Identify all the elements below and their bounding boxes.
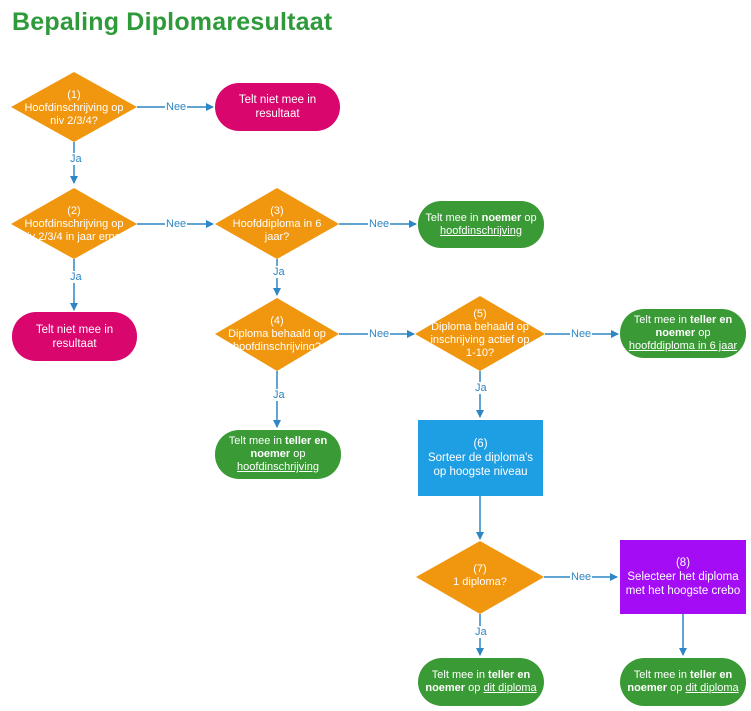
- edge-label-yes: Ja: [474, 382, 488, 394]
- result-7: Telt mee in teller en noemer op dit dipl…: [625, 658, 741, 706]
- result-5: Telt mee in teller en noemer op hoofdins…: [221, 430, 335, 479]
- result-2-shape: [12, 312, 137, 361]
- edge-label-yes: Ja: [272, 266, 286, 278]
- decision-1-number: (1): [67, 88, 81, 101]
- edge-label-yes: Ja: [272, 389, 286, 401]
- process-8-shape: [620, 540, 746, 614]
- result-5-shape: [215, 430, 341, 479]
- result-7-under: dit diploma: [685, 682, 739, 694]
- decision-3-text: Hoofddiploma in 6 jaar?: [232, 217, 322, 243]
- result-3-shape: [418, 201, 544, 248]
- decision-2-shape: [11, 188, 137, 259]
- decision-7-text: 1 diploma?: [453, 576, 507, 588]
- edge-label-no: Nee: [570, 571, 593, 583]
- process-6-number: (6): [473, 438, 488, 450]
- result-7-pre: Telt mee in: [633, 669, 691, 681]
- edge-label-no: Nee: [570, 328, 593, 340]
- result-5-mid: op: [290, 448, 306, 460]
- result-4-bold: teller en noemer: [655, 314, 733, 339]
- edge-label-no: Nee: [165, 218, 188, 230]
- result-6-under: dit diploma: [483, 682, 537, 694]
- page-title: Bepaling Diplomaresultaat: [12, 8, 333, 36]
- decision-5-shape: [415, 296, 545, 371]
- decision-7: (7)1 diploma?: [436, 558, 524, 594]
- process-6-shape: [418, 420, 543, 496]
- process-8-number: (8): [675, 557, 691, 569]
- result-3-pre: Telt mee in: [425, 211, 482, 224]
- decision-2-text: Hoofdinschrijving op niv 2/3/4 in jaar e…: [21, 217, 127, 243]
- decision-5: (5)Diploma behaald op inschrijving actie…: [428, 306, 532, 362]
- process-6: (6) Sorteer de diploma's op hoogste nivea…: [423, 420, 538, 496]
- decision-4-text: Diploma behaald op hoofdinschrijving?: [228, 327, 326, 353]
- result-1-text: Telt niet mee in resultaat: [238, 94, 317, 120]
- decision-1-shape: [11, 72, 137, 142]
- decision-1-text: Hoofdinschrijving op niv 2/3/4?: [24, 101, 124, 127]
- process-6-text: Sorteer de diploma's op hoogste niveau: [427, 452, 534, 478]
- result-1-shape: [215, 83, 340, 131]
- result-5-under: hoofdinschrijving: [237, 461, 319, 473]
- result-4: Telt mee in teller en noemer op hoofddip…: [626, 309, 740, 358]
- result-5-bold: teller en noemer: [250, 435, 328, 460]
- decision-1: (1)Hoofdinschrijving op niv 2/3/4?: [22, 85, 126, 131]
- decision-4: (4)Diploma behaald op hoofdinschrijving?: [224, 312, 330, 356]
- result-6-pre: Telt mee in: [431, 669, 489, 681]
- process-8: (8) Selecteer het diploma met het hoogste…: [622, 540, 744, 614]
- result-3-bold: noemer: [481, 211, 522, 224]
- result-6-shape: [418, 658, 544, 706]
- result-6-mid: op: [465, 682, 484, 694]
- decision-4-shape: [215, 298, 339, 371]
- edge-label-yes: Ja: [474, 626, 488, 638]
- result-6: Telt mee in teller en noemer op dit dipl…: [423, 658, 539, 706]
- result-4-mid: op: [695, 327, 711, 339]
- result-7-mid: op: [667, 682, 686, 694]
- result-3-under: hoofdinschrijving: [440, 224, 522, 237]
- result-6-bold: teller en noemer: [425, 669, 531, 694]
- decision-7-shape: [416, 541, 544, 614]
- result-3-mid: op: [521, 211, 537, 224]
- decision-3: (3)Hoofddiploma in 6 jaar?: [228, 202, 326, 246]
- decision-5-number: (5): [473, 308, 487, 320]
- result-2-text: Telt niet mee in resultaat: [35, 323, 114, 350]
- decision-5-text: Diploma behaald op inschrijving actief o…: [430, 321, 530, 359]
- edge-label-no: Nee: [368, 328, 391, 340]
- edge-label-no: Nee: [368, 218, 391, 230]
- result-4-shape: [620, 309, 746, 358]
- edge-label-yes: Ja: [69, 271, 83, 283]
- result-4-under: hoofddiploma in 6 jaar: [628, 340, 738, 352]
- edge-label-yes: Ja: [69, 153, 83, 165]
- decision-2: (2)Hoofdinschrijving op niv 2/3/4 in jaa…: [20, 198, 128, 250]
- result-5-pre: Telt mee in: [228, 435, 286, 447]
- edge-label-no: Nee: [165, 101, 188, 113]
- decision-3-number: (3): [270, 204, 284, 217]
- decision-4-number: (4): [270, 314, 284, 327]
- result-7-bold: teller en noemer: [627, 669, 733, 694]
- decision-2-number: (2): [67, 204, 81, 217]
- decision-7-number: (7): [473, 563, 487, 575]
- result-3: Telt mee in noemer op hoofdinschrijving: [424, 201, 538, 248]
- result-4-pre: Telt mee in: [633, 314, 691, 326]
- result-2: Telt niet mee in resultaat: [22, 312, 127, 361]
- result-7-shape: [620, 658, 746, 706]
- decision-3-shape: [215, 188, 339, 259]
- process-8-text: Selecteer het diploma met het hoogste cr…: [625, 571, 741, 597]
- result-1: Telt niet mee in resultaat: [225, 83, 330, 131]
- decision-nodes: [11, 72, 545, 614]
